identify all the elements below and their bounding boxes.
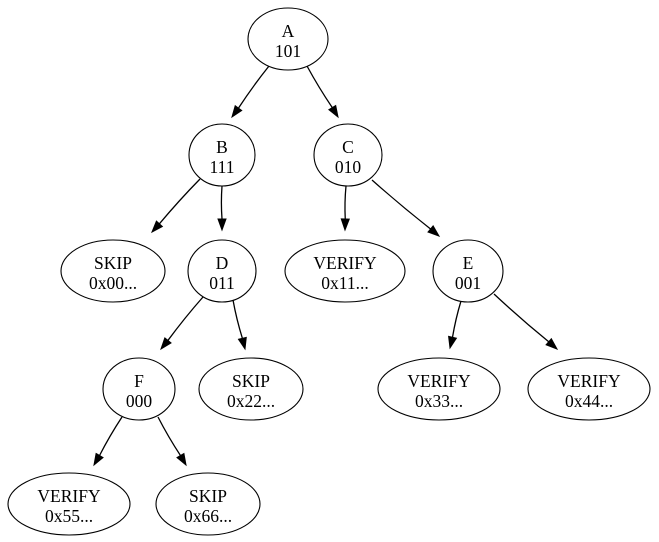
node-label-secondary: 0x33... <box>415 391 463 411</box>
nodes-layer: A101B111C010SKIP0x00...D011VERIFY0x11...… <box>7 7 651 536</box>
node-shape-ellipse[interactable] <box>7 472 131 536</box>
edge-arrowhead-icon <box>176 452 187 467</box>
node-shape-ellipse[interactable] <box>527 357 651 421</box>
edge-arrowhead-icon <box>231 104 243 119</box>
edge-e-to-verify_44 <box>493 293 559 350</box>
node-verify_55[interactable]: VERIFY0x55... <box>7 472 131 536</box>
node-skip_00[interactable]: SKIP0x00... <box>60 239 166 303</box>
edge-line <box>158 178 201 225</box>
node-label-primary: VERIFY <box>313 253 377 273</box>
node-verify_44[interactable]: VERIFY0x44... <box>527 357 651 421</box>
edge-d-to-f <box>160 296 204 351</box>
node-label-primary: E <box>463 253 474 273</box>
edge-f-to-skip_66 <box>157 416 187 467</box>
node-shape-circle[interactable] <box>187 239 257 303</box>
node-shape-ellipse[interactable] <box>284 239 406 303</box>
node-label-secondary: 000 <box>126 391 153 411</box>
node-shape-circle[interactable] <box>188 123 256 187</box>
edge-line <box>371 179 431 230</box>
edge-arrowhead-icon <box>427 225 441 237</box>
node-shape-circle[interactable] <box>102 357 176 421</box>
node-label-primary: F <box>134 371 144 391</box>
edge-arrowhead-icon <box>448 335 458 350</box>
node-label-secondary: 111 <box>210 157 235 177</box>
node-shape-ellipse[interactable] <box>155 472 261 536</box>
node-verify_33[interactable]: VERIFY0x33... <box>377 357 501 421</box>
edges-layer <box>93 65 559 467</box>
edge-line <box>232 299 244 339</box>
edge-f-to-verify_55 <box>93 416 123 467</box>
node-label-primary: VERIFY <box>37 486 101 506</box>
edge-arrowhead-icon <box>93 452 104 467</box>
node-label-primary: SKIP <box>94 253 132 273</box>
node-label-secondary: 001 <box>455 273 481 293</box>
edge-c-to-e <box>371 179 441 237</box>
node-label-secondary: 0x55... <box>45 506 93 526</box>
edge-a-to-c <box>306 65 339 119</box>
node-skip_22[interactable]: SKIP0x22... <box>198 357 304 421</box>
edge-line <box>344 185 347 220</box>
edge-c-to-verify_11 <box>340 185 350 232</box>
edge-b-to-d <box>217 185 227 232</box>
edge-line <box>451 300 462 338</box>
node-label-primary: SKIP <box>189 486 227 506</box>
node-label-secondary: 0x66... <box>184 506 232 526</box>
edge-arrowhead-icon <box>151 220 164 234</box>
node-skip_66[interactable]: SKIP0x66... <box>155 472 261 536</box>
node-label-primary: A <box>282 21 295 41</box>
node-label-secondary: 0x11... <box>321 273 368 293</box>
node-shape-ellipse[interactable] <box>377 357 501 421</box>
node-label-secondary: 0x44... <box>565 391 613 411</box>
node-shape-circle[interactable] <box>313 123 383 187</box>
edge-line <box>220 185 223 220</box>
node-label-primary: SKIP <box>232 371 270 391</box>
edge-arrowhead-icon <box>237 336 247 351</box>
edge-line <box>98 416 123 456</box>
edge-arrowhead-icon <box>328 104 339 119</box>
edge-line <box>237 65 270 109</box>
edge-line <box>167 296 204 341</box>
node-shape-ellipse[interactable] <box>60 239 166 303</box>
node-label-primary: VERIFY <box>557 371 621 391</box>
node-label-primary: D <box>216 253 229 273</box>
edge-line <box>157 416 182 456</box>
node-label-primary: B <box>216 137 228 157</box>
edge-d-to-skip_22 <box>232 299 247 351</box>
edge-e-to-verify_33 <box>448 300 462 350</box>
node-shape-circle[interactable] <box>432 239 504 303</box>
node-label-secondary: 010 <box>335 157 362 177</box>
edge-b-to-skip_00 <box>151 178 201 234</box>
node-label-primary: C <box>342 137 354 157</box>
edge-line <box>493 293 550 343</box>
node-label-secondary: 011 <box>209 273 235 293</box>
node-label-secondary: 0x22... <box>227 391 275 411</box>
edge-arrowhead-icon <box>340 218 350 232</box>
edge-a-to-b <box>231 65 270 119</box>
node-label-primary: VERIFY <box>407 371 471 391</box>
node-label-secondary: 101 <box>275 41 301 61</box>
edge-arrowhead-icon <box>160 337 172 351</box>
node-label-secondary: 0x00... <box>89 273 137 293</box>
node-verify_11[interactable]: VERIFY0x11... <box>284 239 406 303</box>
edge-line <box>306 65 333 108</box>
node-shape-circle[interactable] <box>247 7 329 71</box>
edge-arrowhead-icon <box>217 218 227 232</box>
node-shape-ellipse[interactable] <box>198 357 304 421</box>
edge-arrowhead-icon <box>545 337 559 350</box>
